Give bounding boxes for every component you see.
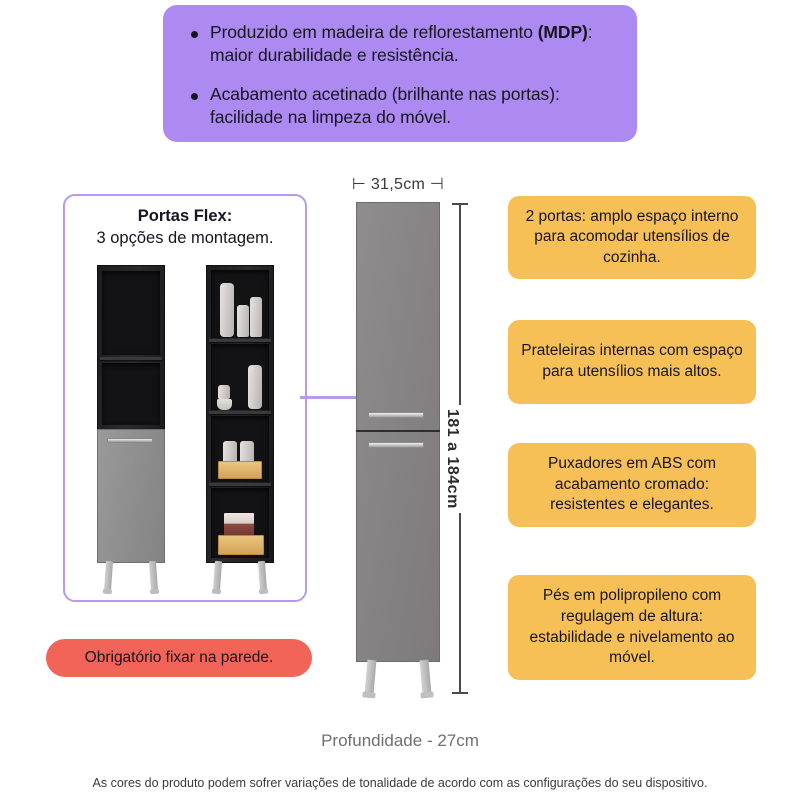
height-dimension-label: 181 a 184cm (443, 405, 461, 513)
height-dimension-tick-top (452, 203, 468, 205)
callout-feet: Pés em polipropileno com regulagem de al… (508, 575, 756, 680)
width-dimension-label: ⊢ 31,5cm ⊣ (351, 176, 445, 193)
bullet-suffix: : maior durabilidade e resistência. (210, 22, 593, 66)
height-dimension-tick-bottom (452, 692, 468, 694)
wood-basket-prop (218, 535, 264, 555)
depth-dimension-label: Profundidade - 27cm (321, 731, 479, 750)
jar-prop (218, 385, 230, 399)
cabinet-shelf (209, 483, 271, 486)
bullet-text-finish: Acabamento acetinado (brilhante nas port… (210, 84, 560, 128)
bowl-prop (217, 399, 232, 410)
portas-flex-title-rest: 3 opções de montagem. (96, 229, 274, 248)
cabinet-shelf (100, 357, 162, 360)
cabinet-body (356, 202, 440, 662)
callout-doors: 2 portas: amplo espaço interno para acom… (508, 196, 756, 279)
bullet-item: Acabamento acetinado (brilhante nas port… (185, 83, 617, 129)
bullet-dot-icon (191, 93, 198, 101)
jar-prop (250, 297, 262, 337)
portas-flex-title-strong: Portas Flex: (137, 207, 233, 225)
bullet-dot-icon (191, 31, 198, 38)
cabinet-illustration-open (206, 265, 274, 592)
cabinet-illustration-closed (97, 265, 165, 592)
portas-flex-title: Portas Flex: 3 opções de montagem. (63, 205, 307, 250)
cabinet-door-divider (356, 430, 440, 432)
cabinet-leg (419, 659, 432, 695)
bullet-bold: (MDP) (537, 22, 588, 42)
jar-prop (248, 365, 262, 409)
wood-basket-prop (218, 461, 262, 479)
wall-fixing-warning: Obrigatório fixar na parede. (46, 639, 312, 677)
callout-shelves: Prateleiras internas com espaço para ute… (508, 320, 756, 404)
jar-prop (237, 305, 249, 337)
callout-connector-line (300, 396, 396, 399)
jar-prop (223, 441, 237, 463)
cabinet-leg (364, 659, 377, 695)
cabinet-shelf (209, 411, 271, 414)
material-info-box: Produzido em madeira de reflorestamento … (163, 5, 637, 142)
cabinet-handle-icon (107, 438, 153, 443)
cabinet-handle-upper-icon (368, 412, 424, 418)
cabinet-cavity-top (102, 271, 160, 355)
jar-prop (240, 441, 254, 463)
cabinet-shelf (209, 339, 271, 342)
color-disclaimer: As cores do produto podem sofrer variaçõ… (92, 776, 708, 790)
package-prop (224, 513, 254, 539)
cabinet-cavity-mid (102, 363, 160, 425)
callout-handles: Puxadores em ABS com acabamento cromado:… (508, 443, 756, 527)
cabinet-door-lower (97, 429, 165, 563)
cabinet-handle-lower-icon (368, 442, 424, 448)
cabinet-main-product (356, 202, 440, 695)
bullet-prefix: Produzido em madeira de reflorestamento (210, 22, 538, 42)
bullet-text-material: Produzido em madeira de reflorestamento … (210, 21, 617, 67)
bullet-item: Produzido em madeira de reflorestamento … (185, 21, 617, 67)
jar-prop (220, 283, 234, 337)
